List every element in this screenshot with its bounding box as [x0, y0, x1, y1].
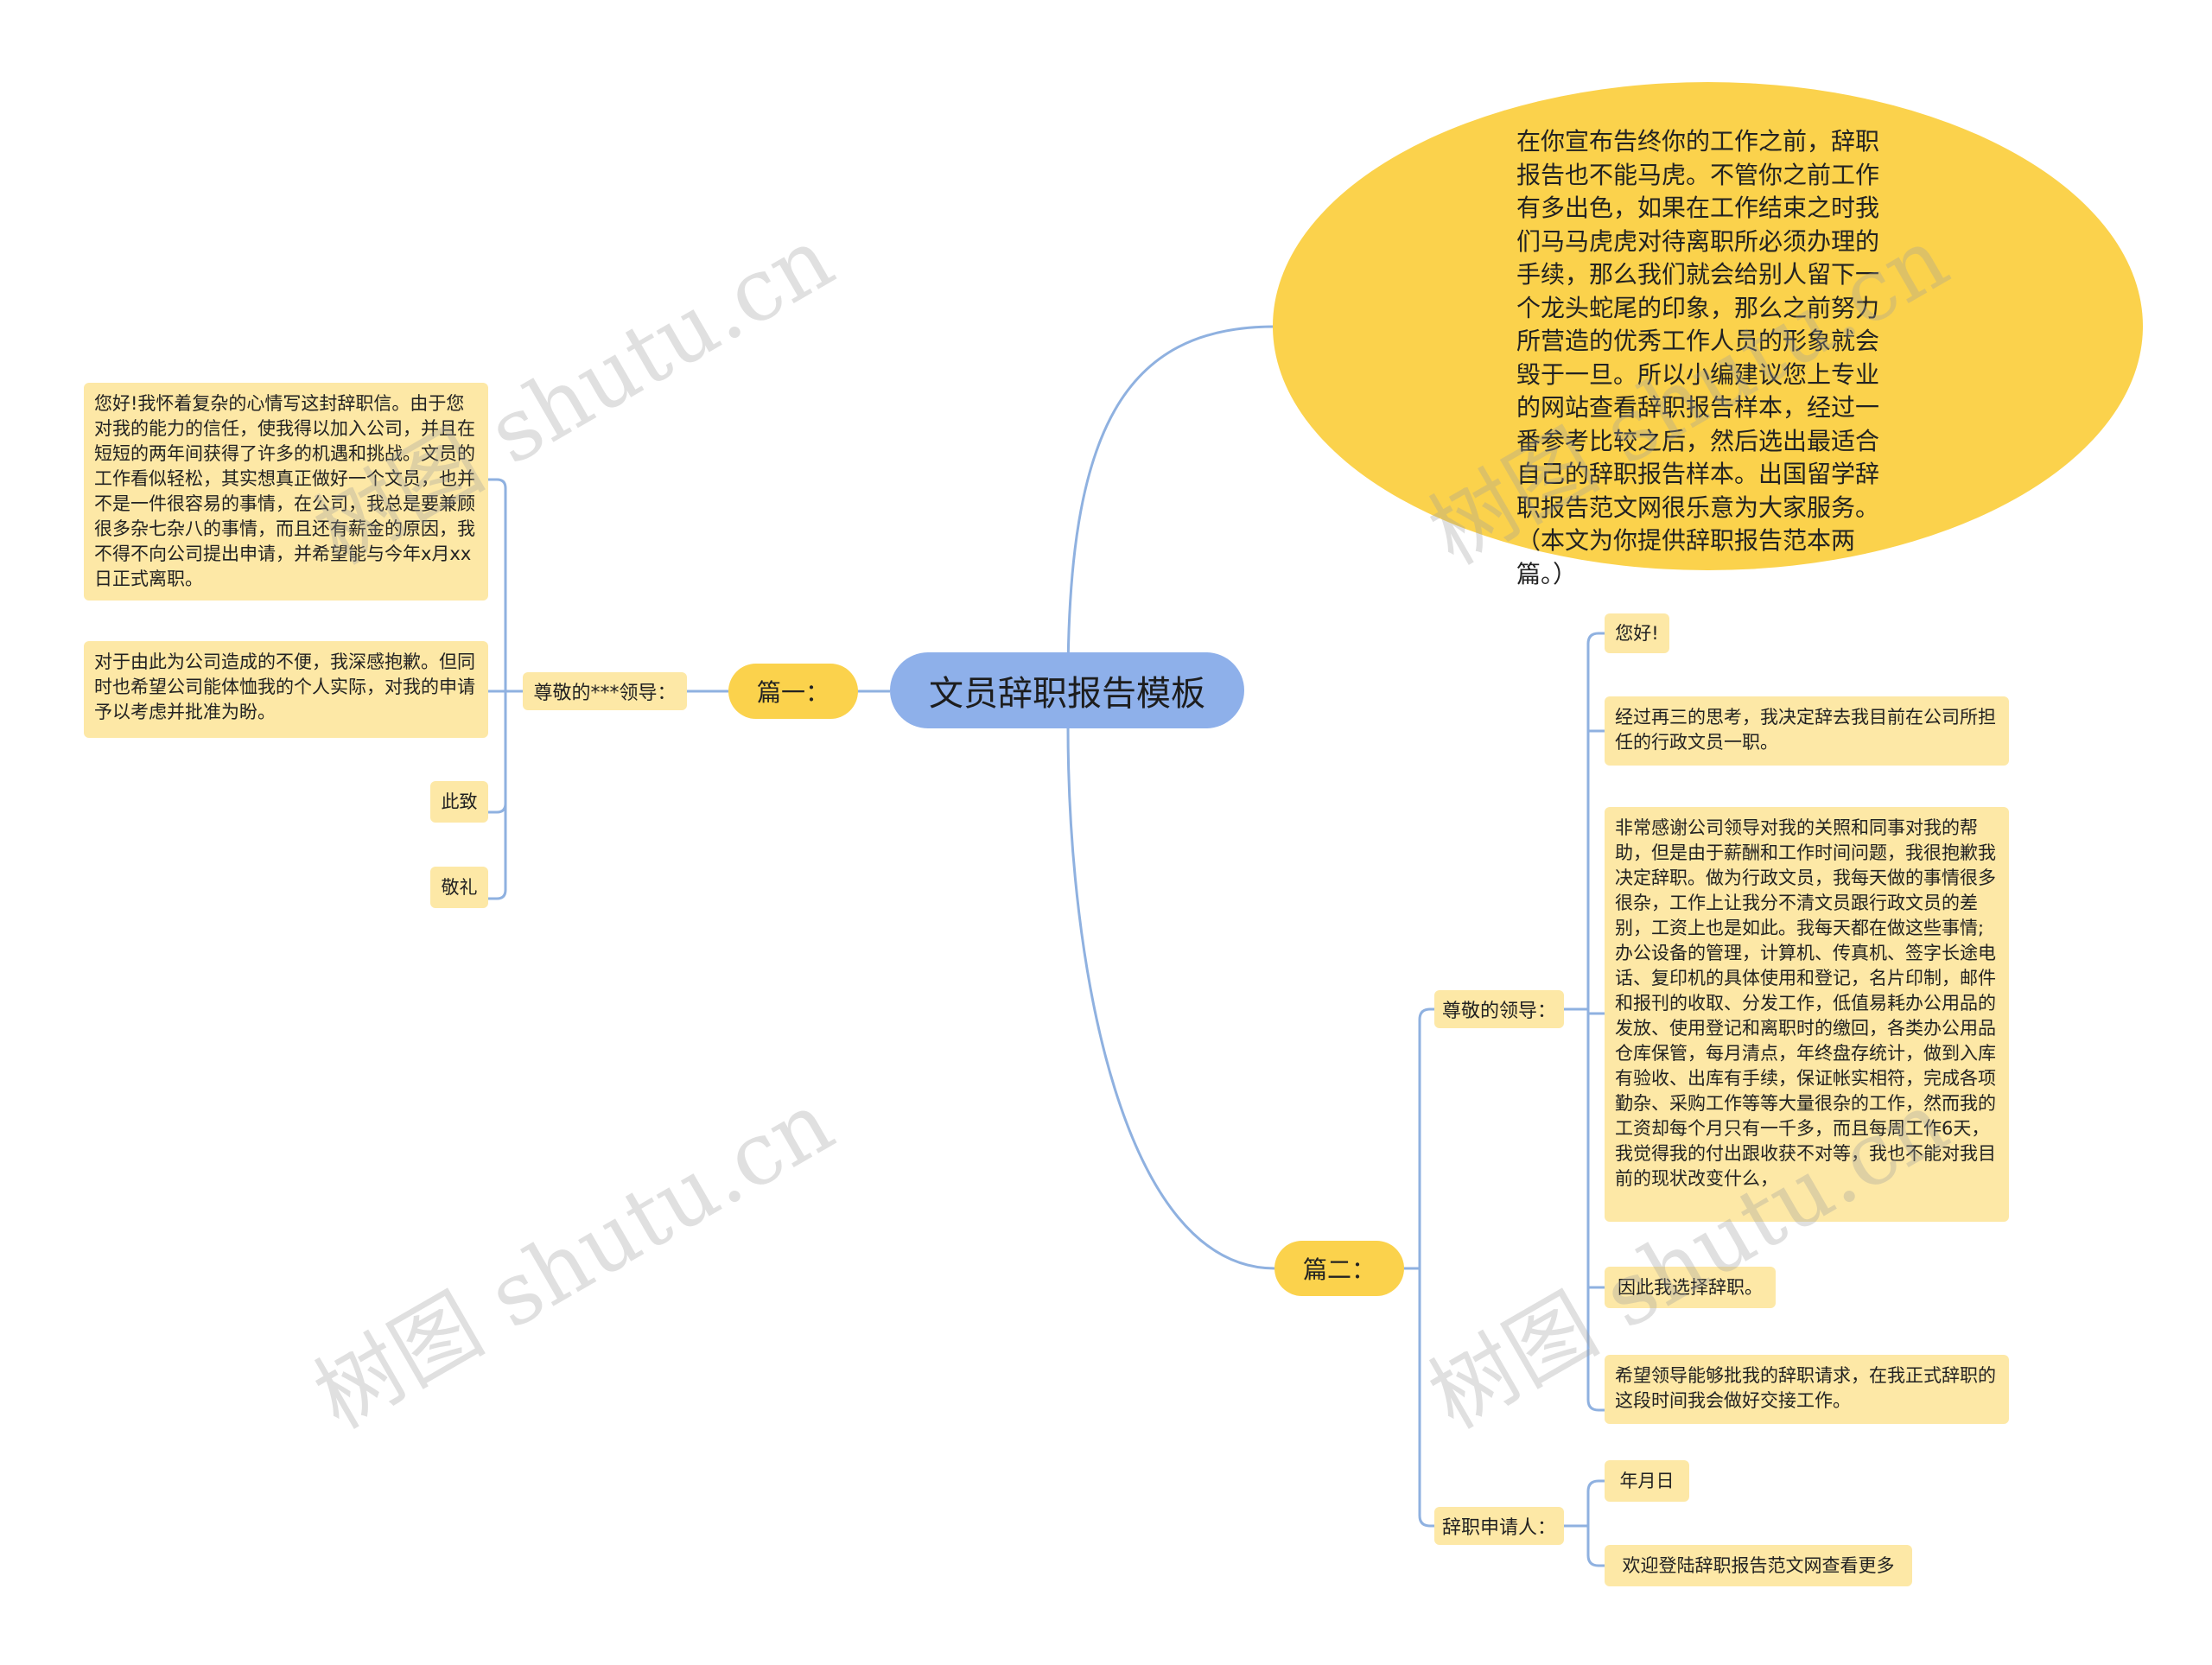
- part1-sub-label[interactable]: 尊敬的***领导：: [523, 672, 687, 710]
- part1-leaf-4[interactable]: 敬礼: [430, 867, 488, 908]
- part2-sub2-leaf-2-text: 欢迎登陆辞职报告范文网查看更多: [1622, 1554, 1895, 1576]
- link-sub1-leaves: [1560, 632, 1605, 1412]
- part2-sub1-leaf-4-text: 因此我选择辞职。: [1618, 1276, 1763, 1298]
- part2-sub1-leaf-3[interactable]: 非常感谢公司领导对我的关照和同事对我的帮助，但是由于薪酬和工作时间问题，我很抱歉…: [1605, 807, 2009, 1222]
- part2-sub1-leaf-5-text: 希望领导能够批我的辞职请求，在我正式辞职的这段时间我会做好交接工作。: [1615, 1365, 1996, 1411]
- intro-node[interactable]: 在你宣布告终你的工作之前，辞职报告也不能马虎。不管你之前工作有多出色，如果在工作…: [1273, 82, 2143, 588]
- link-root-intro: [1066, 325, 1275, 683]
- part1-leaf-1-text: 您好!我怀着复杂的心情写这封辞职信。由于您对我的能力的信任，使我得以加入公司，并…: [94, 393, 475, 589]
- root-title: 文员辞职报告模板: [929, 674, 1205, 714]
- part2-sub2-leaf-1[interactable]: 年月日: [1605, 1460, 1689, 1502]
- part2-sub1-leaf-5[interactable]: 希望领导能够批我的辞职请求，在我正式辞职的这段时间我会做好交接工作。: [1605, 1355, 2009, 1424]
- part1-leaf-3[interactable]: 此致: [430, 781, 488, 823]
- part2-sub2-label[interactable]: 辞职申请人：: [1434, 1507, 1564, 1545]
- part2-sub1-leaf-2[interactable]: 经过再三的思考，我决定辞去我目前在公司所担任的行政文员一职。: [1605, 696, 2009, 766]
- part2-sub2-leaf-2[interactable]: 欢迎登陆辞职报告范文网查看更多: [1605, 1545, 1912, 1586]
- part2-sub1-leaf-1-text: 您好!: [1615, 622, 1659, 644]
- link-root-part2: [1066, 725, 1275, 1270]
- link-sub-leaf-3: [488, 803, 507, 814]
- link-sub-leaf-1: [488, 690, 523, 900]
- part1-leaf-2[interactable]: 对于由此为公司造成的不便，我深感抱歉。但同时也希望公司能体恤我的个人实际，对我的…: [84, 641, 488, 738]
- part2-sub1-leaf-1[interactable]: 您好!: [1605, 613, 1669, 653]
- part1-leaf-3-text: 此致: [441, 791, 478, 812]
- link-part2-sub2: [1418, 1268, 1434, 1528]
- part2-sub1-leaf-3-text: 非常感谢公司领导对我的关照和同事对我的帮助，但是由于薪酬和工作时间问题，我很抱歉…: [1615, 817, 1996, 1189]
- root-node[interactable]: 文员辞职报告模板: [890, 652, 1244, 728]
- link-sub-leaf-trunk: [488, 478, 507, 691]
- part2-sub1-label[interactable]: 尊敬的领导：: [1434, 990, 1564, 1028]
- link-part2-sub1: [1404, 1007, 1434, 1270]
- part2-sub2-label-text: 辞职申请人：: [1441, 1517, 1556, 1539]
- intro-text: 在你宣布告终你的工作之前，辞职报告也不能马虎。不管你之前工作有多出色，如果在工作…: [1516, 127, 1880, 588]
- part2-sub1-label-text: 尊敬的领导：: [1441, 1001, 1556, 1022]
- part2-sub1-leaf-2-text: 经过再三的思考，我决定辞去我目前在公司所担任的行政文员一职。: [1615, 707, 1996, 753]
- part1-leaf-2-text: 对于由此为公司造成的不便，我深感抱歉。但同时也希望公司能体恤我的个人实际，对我的…: [94, 651, 475, 722]
- part2-node[interactable]: 篇二：: [1274, 1241, 1404, 1296]
- part2-label: 篇二：: [1302, 1255, 1376, 1284]
- part1-node[interactable]: 篇一：: [728, 664, 858, 719]
- part1-leaf-4-text: 敬礼: [441, 876, 478, 898]
- part1-leaf-1[interactable]: 您好!我怀着复杂的心情写这封辞职信。由于您对我的能力的信任，使我得以加入公司，并…: [84, 383, 488, 601]
- part2-sub2-leaf-1-text: 年月日: [1619, 1470, 1675, 1491]
- part1-sub-label-text: 尊敬的***领导：: [533, 683, 677, 704]
- part1-label: 篇一：: [756, 678, 830, 707]
- part2-sub1-leaf-4[interactable]: 因此我选择辞职。: [1605, 1267, 1776, 1308]
